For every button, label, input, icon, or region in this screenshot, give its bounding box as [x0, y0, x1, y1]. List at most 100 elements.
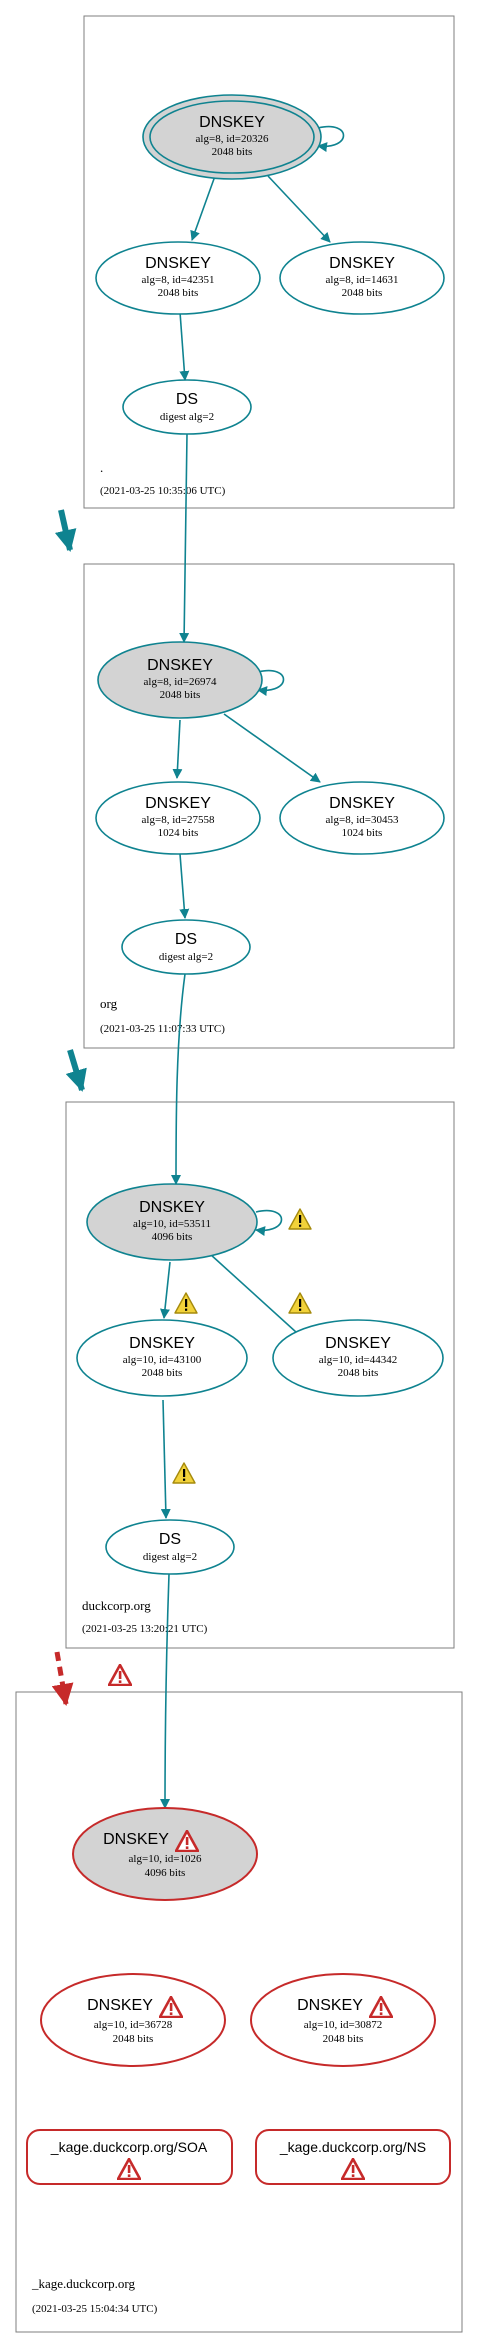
edge-dc-ksk-zsk1	[159, 1261, 171, 1319]
dc-zsk1-ds-warning-icon	[172, 1462, 196, 1484]
root-zsk1-title: DNSKEY	[145, 255, 211, 272]
edge-root-ksk-zsk2	[267, 175, 331, 243]
zone-org-name: org	[100, 996, 118, 1011]
edge-dc-zsk1-ds	[160, 1399, 171, 1519]
dc-ksk-bits: 4096 bits	[152, 1231, 193, 1243]
delegation-arrow-root-org	[54, 509, 77, 552]
root-zsk1-bits: 2048 bits	[158, 287, 199, 299]
dc-zsk2-node[interactable]: DNSKEY alg=10, id=44342 2048 bits	[272, 1319, 444, 1397]
kage-zsk1-bits: 2048 bits	[113, 2033, 154, 2045]
org-ksk-title: DNSKEY	[147, 657, 213, 674]
edge-org-ksk-self	[257, 669, 285, 697]
zone-duckcorp-date: (2021-03-25 13:20:21 UTC)	[82, 1623, 208, 1635]
zone-root-date: (2021-03-25 10:35:06 UTC)	[100, 485, 226, 497]
root-ds-title: DS	[176, 391, 198, 408]
dc-ksk-node[interactable]: DNSKEY alg=10, id=53511 4096 bits	[86, 1183, 258, 1261]
zone-org: org (2021-03-25 11:07:33 UTC)	[83, 563, 455, 1049]
dc-zsk1-id: alg=10, id=43100	[123, 1354, 202, 1366]
dc-zsk1-bits: 2048 bits	[142, 1367, 183, 1379]
kage-zsk1-title: DNSKEY	[87, 1997, 153, 2014]
edge-org-ds-dc-ksk	[171, 973, 186, 1185]
dc-ksk-self-warning-icon	[288, 1208, 312, 1230]
root-ds-digest: digest alg=2	[160, 411, 214, 423]
kage-zsk2-id: alg=10, id=30872	[304, 2019, 382, 2031]
dc-ksk-id: alg=10, id=53511	[133, 1218, 211, 1230]
edge-root-ksk-zsk1	[190, 175, 216, 241]
org-ds-node[interactable]: DS digest alg=2	[121, 919, 251, 975]
dc-zsk1-title: DNSKEY	[129, 1335, 195, 1352]
root-zsk2-node[interactable]: DNSKEY alg=8, id=14631 2048 bits	[279, 241, 445, 315]
zone-kage-name: _kage.duckcorp.org	[31, 2276, 136, 2291]
kage-zsk2-node[interactable]: DNSKEY alg=10, id=30872 2048 bits	[250, 1973, 436, 2067]
edge-root-zsk1-ds	[179, 311, 190, 381]
edge-dc-ksk-self	[255, 1209, 283, 1237]
kage-zsk2-title: DNSKEY	[297, 1997, 363, 2014]
org-ksk-node[interactable]: DNSKEY alg=8, id=26974 2048 bits	[97, 641, 263, 719]
kage-zsk1-node[interactable]: DNSKEY alg=10, id=36728 2048 bits	[40, 1973, 226, 2067]
edge-org-ksk-zsk1	[172, 719, 183, 779]
kage-ksk-title: DNSKEY	[103, 1831, 169, 1848]
zone-duckcorp-name: duckcorp.org	[82, 1598, 151, 1613]
org-zsk2-id: alg=8, id=30453	[326, 814, 399, 826]
zone-duckcorp-box	[65, 1101, 455, 1649]
dc-ksk-zsk2-warning-icon	[288, 1292, 312, 1314]
org-zsk1-id: alg=8, id=27558	[142, 814, 215, 826]
org-zsk2-node[interactable]: DNSKEY alg=8, id=30453 1024 bits	[279, 781, 445, 855]
root-zsk2-title: DNSKEY	[329, 255, 395, 272]
kage-zsk2-bits: 2048 bits	[323, 2033, 364, 2045]
kage-zsk1-id: alg=10, id=36728	[94, 2019, 173, 2031]
dc-zsk2-id: alg=10, id=44342	[319, 1354, 397, 1366]
root-ksk-node[interactable]: DNSKEY alg=8, id=20326 2048 bits	[142, 94, 322, 180]
org-zsk1-node[interactable]: DNSKEY alg=8, id=27558 1024 bits	[95, 781, 261, 855]
org-ksk-bits: 2048 bits	[160, 689, 201, 701]
delegation-arrow-org-duckcorp	[65, 1049, 87, 1092]
dc-ds-digest: digest alg=2	[143, 1551, 197, 1563]
kage-ns-node[interactable]: _kage.duckcorp.org/NS	[255, 2129, 451, 2185]
org-zsk2-title: DNSKEY	[329, 795, 395, 812]
root-ksk-bits: 2048 bits	[212, 146, 253, 158]
root-ksk-title: DNSKEY	[199, 114, 265, 131]
zone-org-box	[83, 563, 455, 1049]
kage-soa-label: _kage.duckcorp.org/SOA	[50, 2139, 208, 2155]
zone-duckcorp: duckcorp.org (2021-03-25 13:20:21 UTC)	[65, 1101, 455, 1649]
root-zsk2-id: alg=8, id=14631	[326, 274, 399, 286]
root-zsk1-node[interactable]: DNSKEY alg=8, id=42351 2048 bits	[95, 241, 261, 315]
delegation-error-icon	[108, 1664, 132, 1686]
zone-root: . (2021-03-25 10:35:06 UTC)	[83, 15, 455, 509]
root-ds-node[interactable]: DS digest alg=2	[122, 379, 252, 435]
dc-ksk-zsk1-warning-icon	[174, 1292, 198, 1314]
zone-root-box	[83, 15, 455, 509]
zone-root-name: .	[100, 460, 103, 475]
delegation-arrow-duckcorp-kage	[51, 1651, 74, 1706]
dc-zsk2-title: DNSKEY	[325, 1335, 391, 1352]
kage-ksk-bits: 4096 bits	[145, 1867, 186, 1879]
root-zsk1-id: alg=8, id=42351	[142, 274, 215, 286]
root-ksk-id: alg=8, id=20326	[196, 133, 269, 145]
edge-root-ksk-self	[317, 125, 345, 153]
edge-root-ds-org-ksk	[179, 433, 190, 643]
kage-ksk-node[interactable]: DNSKEY alg=10, id=1026 4096 bits	[72, 1807, 258, 1901]
dc-zsk2-bits: 2048 bits	[338, 1367, 379, 1379]
zone-kage-date: (2021-03-25 15:04:34 UTC)	[32, 2303, 158, 2315]
zone-kage-box	[15, 1691, 463, 2333]
root-zsk2-bits: 2048 bits	[342, 287, 383, 299]
org-ds-digest: digest alg=2	[159, 951, 213, 963]
edge-dc-ds-kage-ksk	[160, 1573, 171, 1809]
kage-soa-node[interactable]: _kage.duckcorp.org/SOA	[26, 2129, 233, 2185]
kage-ksk-id: alg=10, id=1026	[129, 1853, 202, 1865]
zone-org-date: (2021-03-25 11:07:33 UTC)	[100, 1023, 225, 1035]
edge-org-zsk1-ds	[179, 853, 190, 919]
dc-zsk1-node[interactable]: DNSKEY alg=10, id=43100 2048 bits	[76, 1319, 248, 1397]
org-zsk2-bits: 1024 bits	[342, 827, 383, 839]
org-ksk-id: alg=8, id=26974	[144, 676, 217, 688]
dc-ksk-title: DNSKEY	[139, 1199, 205, 1216]
edge-org-ksk-zsk2	[223, 713, 321, 783]
org-zsk1-bits: 1024 bits	[158, 827, 199, 839]
zone-kage: _kage.duckcorp.org (2021-03-25 15:04:34 …	[15, 1691, 463, 2333]
org-ds-title: DS	[175, 931, 197, 948]
dc-ds-node[interactable]: DS digest alg=2	[105, 1519, 235, 1575]
org-zsk1-title: DNSKEY	[145, 795, 211, 812]
kage-ns-label: _kage.duckcorp.org/NS	[279, 2139, 426, 2155]
dc-ds-title: DS	[159, 1531, 181, 1548]
